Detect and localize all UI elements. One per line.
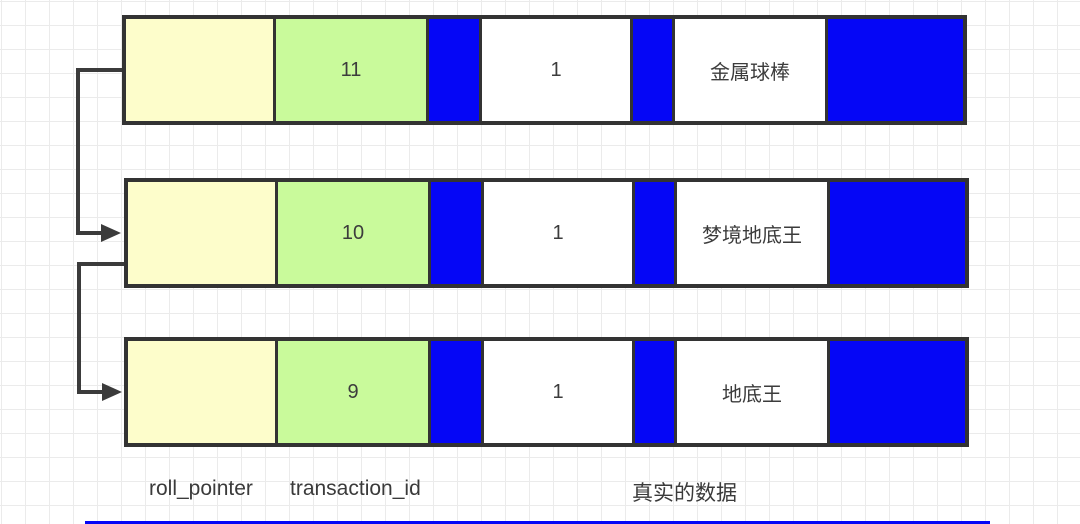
version-row-oldest: 9 1 地底王 (124, 337, 969, 447)
arrow-row2-to-row3 (77, 262, 124, 401)
separator-cell (431, 182, 484, 284)
separator-cell (429, 19, 482, 121)
real-data-label: 真实的数据 (632, 482, 737, 505)
separator-cell (635, 182, 677, 284)
separator-cell (830, 341, 965, 443)
clipped-bottom-shape (85, 521, 990, 524)
transaction-id-label: transaction_id (290, 477, 421, 500)
transaction-id-cell: 10 (278, 182, 431, 284)
arrow-row1-to-row2 (76, 68, 122, 242)
transaction-id-cell: 9 (278, 341, 431, 443)
real-data-cell: 梦境地底王 (677, 182, 830, 284)
separator-cell (635, 341, 677, 443)
real-data-cell: 地底王 (677, 341, 830, 443)
separator-cell (431, 341, 484, 443)
field-value-cell: 1 (484, 341, 635, 443)
roll-pointer-cell (126, 19, 276, 121)
field-value-cell: 1 (482, 19, 633, 121)
roll-pointer-cell (128, 341, 278, 443)
separator-cell (633, 19, 675, 121)
version-row-middle: 10 1 梦境地底王 (124, 178, 969, 288)
roll-pointer-cell (128, 182, 278, 284)
separator-cell (828, 19, 963, 121)
separator-cell (830, 182, 965, 284)
version-row-newest: 11 1 金属球棒 (122, 15, 967, 125)
roll-pointer-label: roll_pointer (149, 477, 253, 500)
transaction-id-cell: 11 (276, 19, 429, 121)
field-value-cell: 1 (484, 182, 635, 284)
real-data-cell: 金属球棒 (675, 19, 828, 121)
